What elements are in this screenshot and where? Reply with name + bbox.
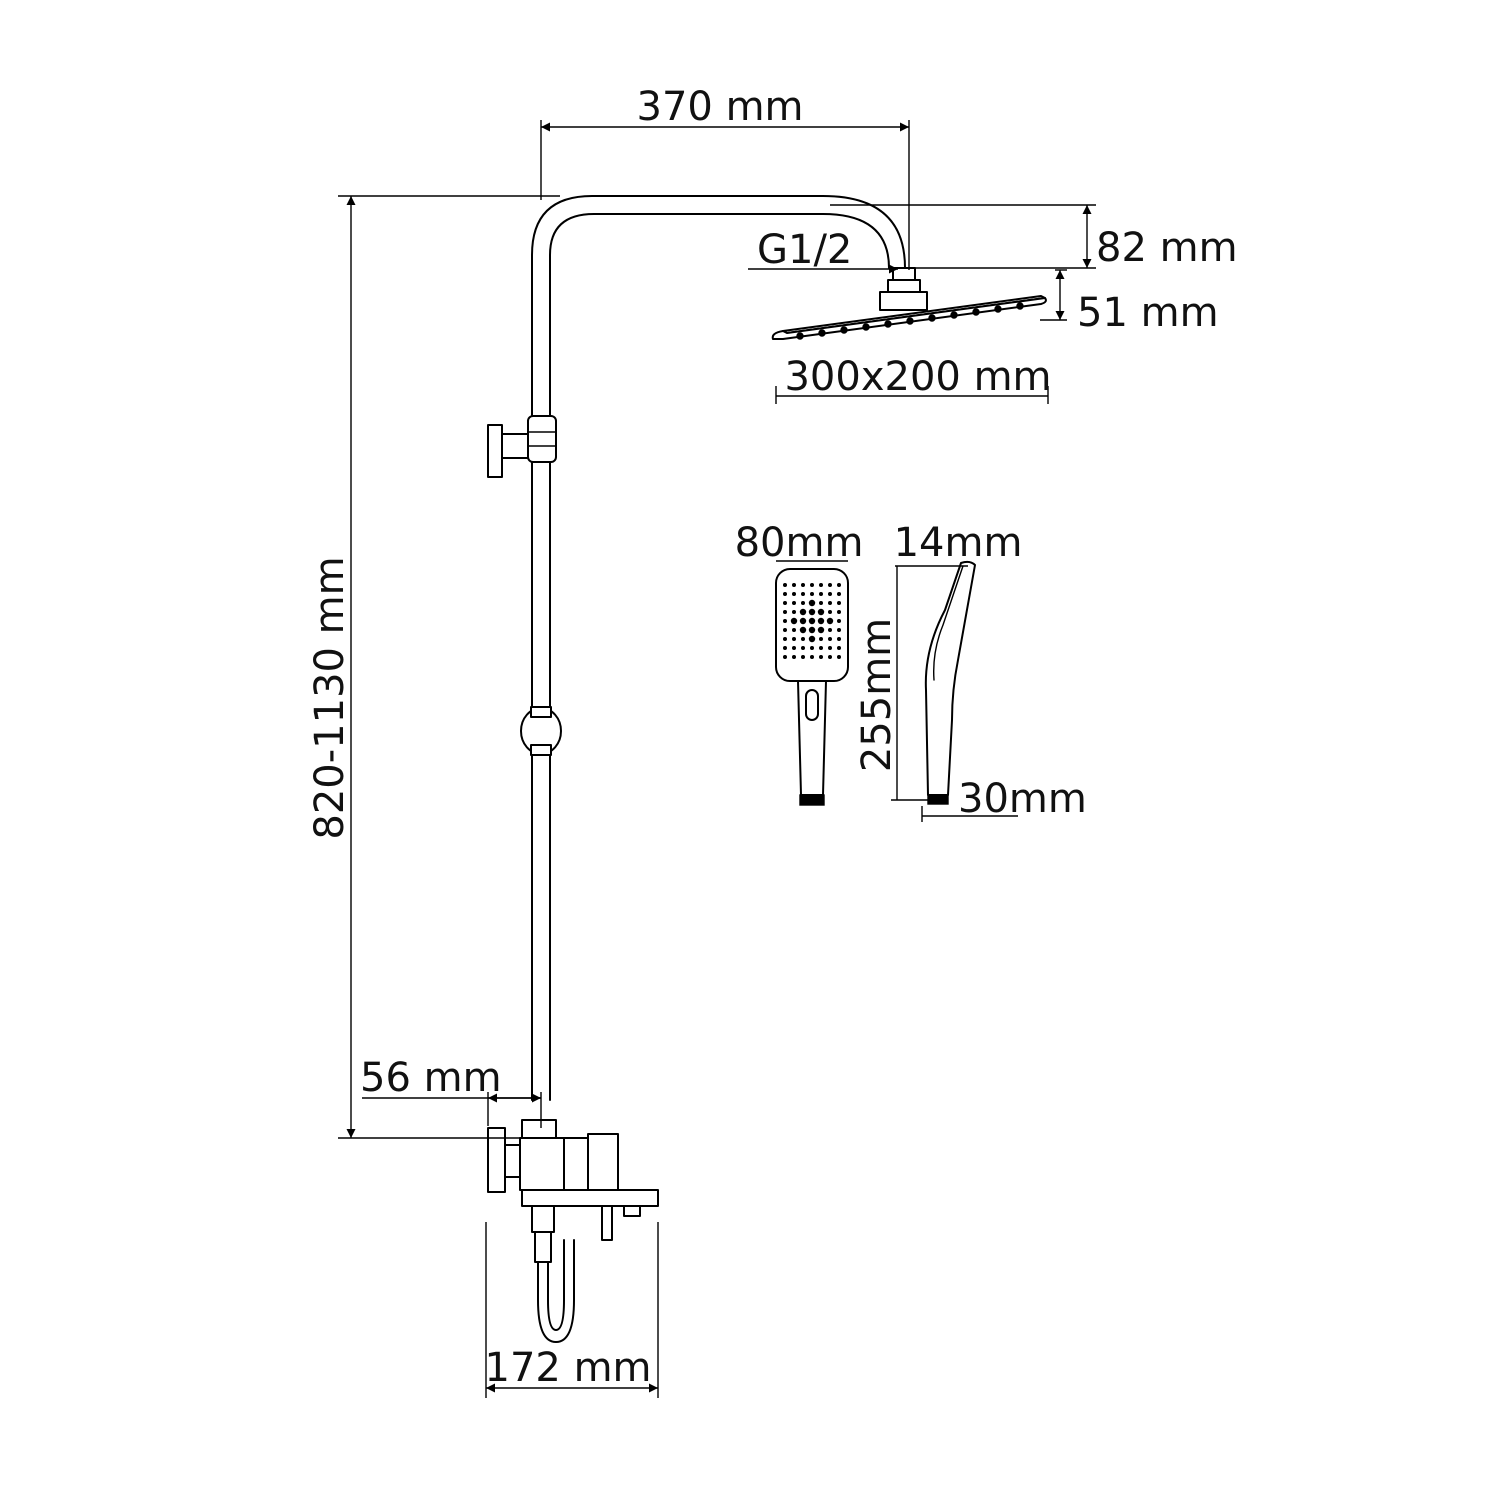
wall-offset-label: 56 mm [360, 1055, 502, 1101]
nozzle-dot [792, 655, 796, 659]
dimension-lines [338, 120, 1096, 1398]
nozzle-dot [801, 655, 805, 659]
nozzle-dot [792, 628, 796, 632]
nozzle-dot [799, 617, 807, 625]
dimension-labels: 370 mm 82 mm G1/2 51 mm 300x200 mm 820-1… [307, 84, 1238, 1391]
riser-height-label: 820-1130 mm [307, 556, 353, 839]
nozzle-dot [817, 608, 825, 616]
nozzle-dot [837, 583, 841, 587]
nozzle-dot [808, 626, 816, 634]
nozzle-dot [799, 626, 807, 634]
connection-label: G1/2 [757, 227, 852, 273]
nozzle-dot [808, 608, 816, 616]
nozzle-dot [828, 628, 832, 632]
nozzle-dot [783, 637, 787, 641]
handshower-width-label: 80mm [735, 520, 864, 566]
nozzle-dot [837, 637, 841, 641]
nozzle-dot [828, 655, 832, 659]
nozzle-dot [817, 626, 825, 634]
nozzle-dot [837, 619, 841, 623]
nozzle-dot [828, 592, 832, 596]
nozzle-dot [819, 601, 823, 605]
nozzle-dot [837, 610, 841, 614]
nozzle-dot [828, 601, 832, 605]
nozzle-dot [801, 601, 805, 605]
hand-shower-side-view [924, 560, 976, 805]
nozzle-dot [783, 610, 787, 614]
nozzle-dot [810, 655, 814, 659]
nozzle-dot [783, 601, 787, 605]
nozzle-dot [783, 592, 787, 596]
nozzle-dot [790, 617, 798, 625]
rain-shower-head [771, 267, 1047, 340]
nozzle-dot [819, 646, 823, 650]
nozzle-dot [792, 583, 796, 587]
nozzle-dot [801, 583, 805, 587]
nozzle-dot [792, 592, 796, 596]
hand-shower-front-view [775, 568, 849, 806]
nozzle-dot [783, 619, 787, 623]
nozzle-dot [819, 583, 823, 587]
nozzle-dot [828, 637, 832, 641]
nozzle-dot [801, 592, 805, 596]
nozzle-dot [783, 646, 787, 650]
nozzle-dot [819, 592, 823, 596]
hand-shower-nozzles [783, 583, 841, 659]
nozzle-dot [792, 601, 796, 605]
nozzle-dot [792, 610, 796, 614]
arm-drop-label: 82 mm [1096, 225, 1238, 271]
nozzle-dot [828, 583, 832, 587]
head-thickness-label: 51 mm [1077, 290, 1219, 336]
nozzle-dot [817, 617, 825, 625]
head-size-label: 300x200 mm [784, 354, 1051, 400]
nozzle-dot [808, 617, 816, 625]
nozzle-dot [837, 646, 841, 650]
nozzle-dot [837, 628, 841, 632]
nozzle-dot [783, 583, 787, 587]
nozzle-dot [801, 646, 805, 650]
nozzle-dot [799, 608, 807, 616]
nozzle-dot [792, 637, 796, 641]
handshower-thickness-label: 30mm [958, 776, 1087, 822]
nozzle-dot [826, 617, 834, 625]
nozzle-dot [837, 601, 841, 605]
upper-wall-bracket [487, 415, 557, 478]
nozzle-dot [828, 610, 832, 614]
nozzle-dot [783, 628, 787, 632]
nozzle-dot [810, 592, 814, 596]
arm-reach-label: 370 mm [637, 84, 804, 130]
nozzle-dot [808, 599, 816, 607]
nozzle-dot [810, 583, 814, 587]
nozzle-dot [801, 637, 805, 641]
riser-pipe [531, 195, 906, 1101]
nozzle-dot [783, 655, 787, 659]
nozzle-dot [819, 637, 823, 641]
sliding-holder [520, 706, 562, 756]
nozzle-dot [819, 655, 823, 659]
bath-mixer [487, 1119, 659, 1343]
handshower-length-label: 255mm [854, 618, 900, 772]
nozzle-dot [810, 646, 814, 650]
rain-head-nozzles [796, 302, 1024, 340]
mixer-width-label: 172 mm [485, 1345, 652, 1391]
nozzle-dot [837, 655, 841, 659]
handshower-face-label: 14mm [894, 520, 1023, 566]
nozzle-dot [828, 646, 832, 650]
nozzle-dot [792, 646, 796, 650]
nozzle-dot [837, 592, 841, 596]
nozzle-dot [808, 635, 816, 643]
